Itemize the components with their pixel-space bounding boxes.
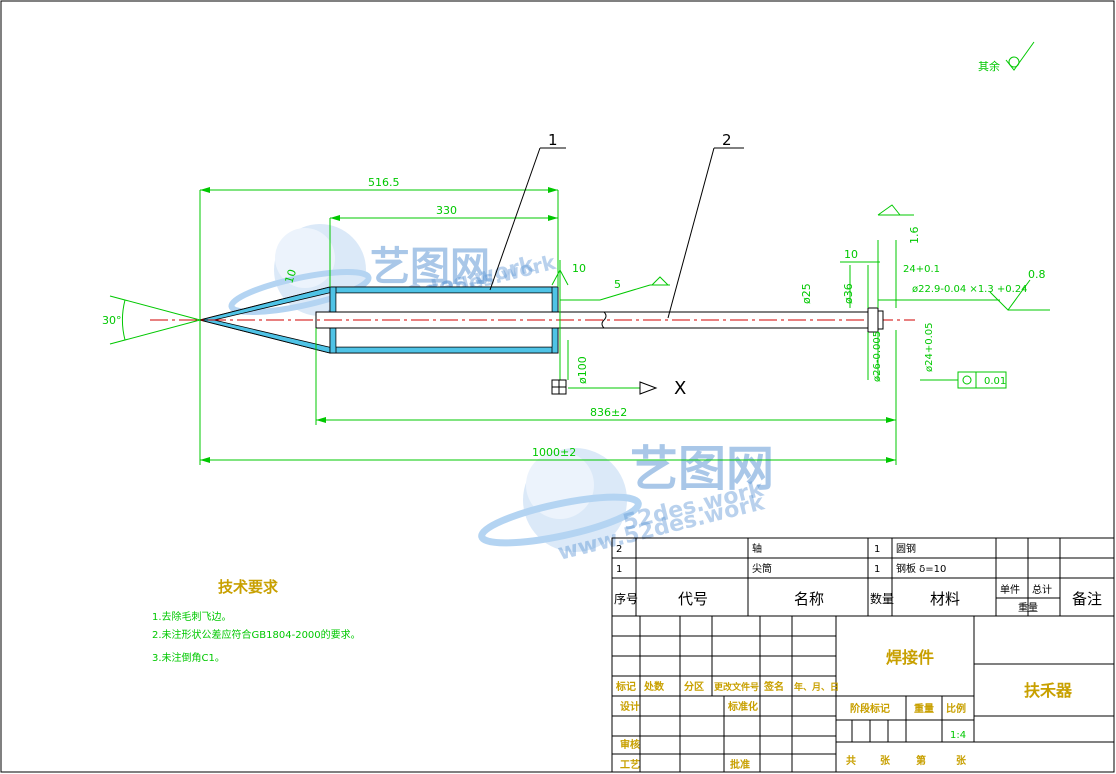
dim-10-top: 10 bbox=[282, 268, 299, 285]
sheet-unit-label: 张 bbox=[880, 754, 891, 767]
dim-roughness-1-6: 1.6 bbox=[908, 227, 921, 245]
balloon-2: 2 bbox=[722, 131, 732, 149]
bom-row-qty: 1 bbox=[874, 544, 880, 555]
sheet-total-label: 共 bbox=[846, 754, 856, 767]
dim-1000: 1000±2 bbox=[532, 446, 576, 459]
tech-req-item-3: 3.未注倒角C1。 bbox=[152, 651, 225, 664]
bom-header-qty: 数量 bbox=[870, 591, 894, 606]
dim-phi24: ø24+0.05 bbox=[924, 323, 935, 373]
watermark-brand: 艺图网 bbox=[370, 244, 490, 290]
weight-label: 重量 bbox=[914, 702, 934, 715]
dim-10-right: 10 bbox=[844, 248, 858, 261]
sign-standard: 标准化 bbox=[727, 700, 758, 713]
bom-table: 2 轴 1 圆钢 1 尖筒 1 钢板 δ=10 bbox=[616, 542, 946, 575]
shaft-collar bbox=[867, 307, 879, 333]
dim-836: 836±2 bbox=[590, 406, 627, 419]
rev-header-docno: 更改文件号 bbox=[714, 681, 759, 693]
rev-header-sign: 签名 bbox=[763, 680, 784, 693]
revision-labels: 标记 处数 分区 更改文件号 签名 年、月、日 设计 标准化 审核 工艺 批准 … bbox=[615, 680, 967, 771]
dimension-lines bbox=[109, 41, 1050, 465]
sign-check: 审核 bbox=[620, 738, 640, 751]
tolerance-value: 0.01 bbox=[984, 376, 1006, 387]
rev-header-count: 处数 bbox=[643, 680, 665, 693]
bom-header-weight: 重量 bbox=[1018, 601, 1038, 614]
bom-row-no: 2 bbox=[616, 544, 622, 555]
balloon-leaders bbox=[489, 147, 744, 319]
tech-req-title: 技术要求 bbox=[218, 578, 279, 596]
dim-roughness-0-8: 0.8 bbox=[1028, 268, 1046, 281]
dimension-arrows bbox=[200, 187, 896, 463]
bom-header-total: 总计 bbox=[1032, 583, 1052, 596]
rev-header-zone: 分区 bbox=[684, 680, 704, 693]
bom-row-name: 尖筒 bbox=[752, 562, 772, 575]
sign-process: 工艺 bbox=[620, 758, 640, 771]
bom-header-name: 名称 bbox=[794, 590, 824, 608]
dim-phi25: ø25 bbox=[800, 283, 813, 304]
tech-req-item-1: 1.去除毛刺飞边。 bbox=[152, 610, 232, 623]
finish-label: 其余 bbox=[978, 59, 1000, 73]
scale-value: 1:4 bbox=[950, 730, 966, 741]
drawing-title: 焊接件 bbox=[886, 648, 934, 667]
bom-row-qty: 1 bbox=[874, 564, 880, 575]
bom-header-code: 代号 bbox=[678, 590, 708, 608]
dim-phi100: ø100 bbox=[576, 356, 589, 384]
dim-phi22: ø22.9-0.04 ×1.3 +0.24 bbox=[912, 284, 1028, 295]
sign-approve: 批准 bbox=[730, 758, 750, 771]
dim-330: 330 bbox=[436, 204, 457, 217]
part-view bbox=[150, 286, 915, 354]
bom-row-material: 钢板 δ=10 bbox=[896, 562, 946, 575]
dimension-texts: 516.5 330 836±2 1000±2 30° 10 ø25 ø36 24… bbox=[102, 59, 1046, 459]
sheet-unit-label-2: 张 bbox=[956, 754, 967, 767]
bom-header-material: 材料 bbox=[930, 590, 960, 608]
sheet-index-label: 第 bbox=[916, 754, 926, 767]
watermark-bottom: 艺图网 52des.work www.52des.work bbox=[478, 441, 774, 566]
rev-header-date: 年、月、日 bbox=[794, 681, 839, 693]
bom-header-unit: 单件 bbox=[1000, 584, 1020, 596]
dim-24: 24+0.1 bbox=[903, 264, 940, 275]
dim-angle: 30° bbox=[102, 314, 122, 327]
bom-row-material: 圆钢 bbox=[896, 542, 916, 555]
tech-req-item-2: 2.未注形状公差应符合GB1804-2000的要求。 bbox=[152, 628, 361, 641]
bom-header-no: 序号 bbox=[614, 591, 638, 606]
dim-phi36: ø36 bbox=[842, 283, 855, 304]
bom-row-no: 1 bbox=[616, 564, 622, 575]
weld-size-5: 5 bbox=[614, 278, 621, 291]
x-axis-label: X bbox=[674, 378, 686, 399]
balloon-1: 1 bbox=[548, 131, 558, 149]
bom-header: 序号 代号 名称 数量 材料 单件 总计 重量 备注 bbox=[614, 583, 1102, 614]
scale-label: 比例 bbox=[946, 702, 966, 715]
bom-header-remark: 备注 bbox=[1072, 590, 1102, 608]
tech-requirements: 技术要求 1.去除毛刺飞边。 2.未注形状公差应符合GB1804-2000的要求… bbox=[152, 578, 361, 664]
title-block-grid bbox=[611, 537, 1115, 773]
rev-header-mark: 标记 bbox=[615, 680, 636, 693]
sign-design: 设计 bbox=[620, 700, 640, 713]
weld-size-10: 10 bbox=[572, 262, 586, 275]
watermark-brand-2: 艺图网 bbox=[630, 441, 774, 497]
bom-row-name: 轴 bbox=[752, 542, 762, 555]
dim-516: 516.5 bbox=[368, 176, 400, 189]
dim-phi26: ø26-0.005 bbox=[872, 331, 883, 382]
stage-label: 阶段标记 bbox=[850, 702, 890, 715]
part-name: 扶禾器 bbox=[1024, 681, 1073, 700]
